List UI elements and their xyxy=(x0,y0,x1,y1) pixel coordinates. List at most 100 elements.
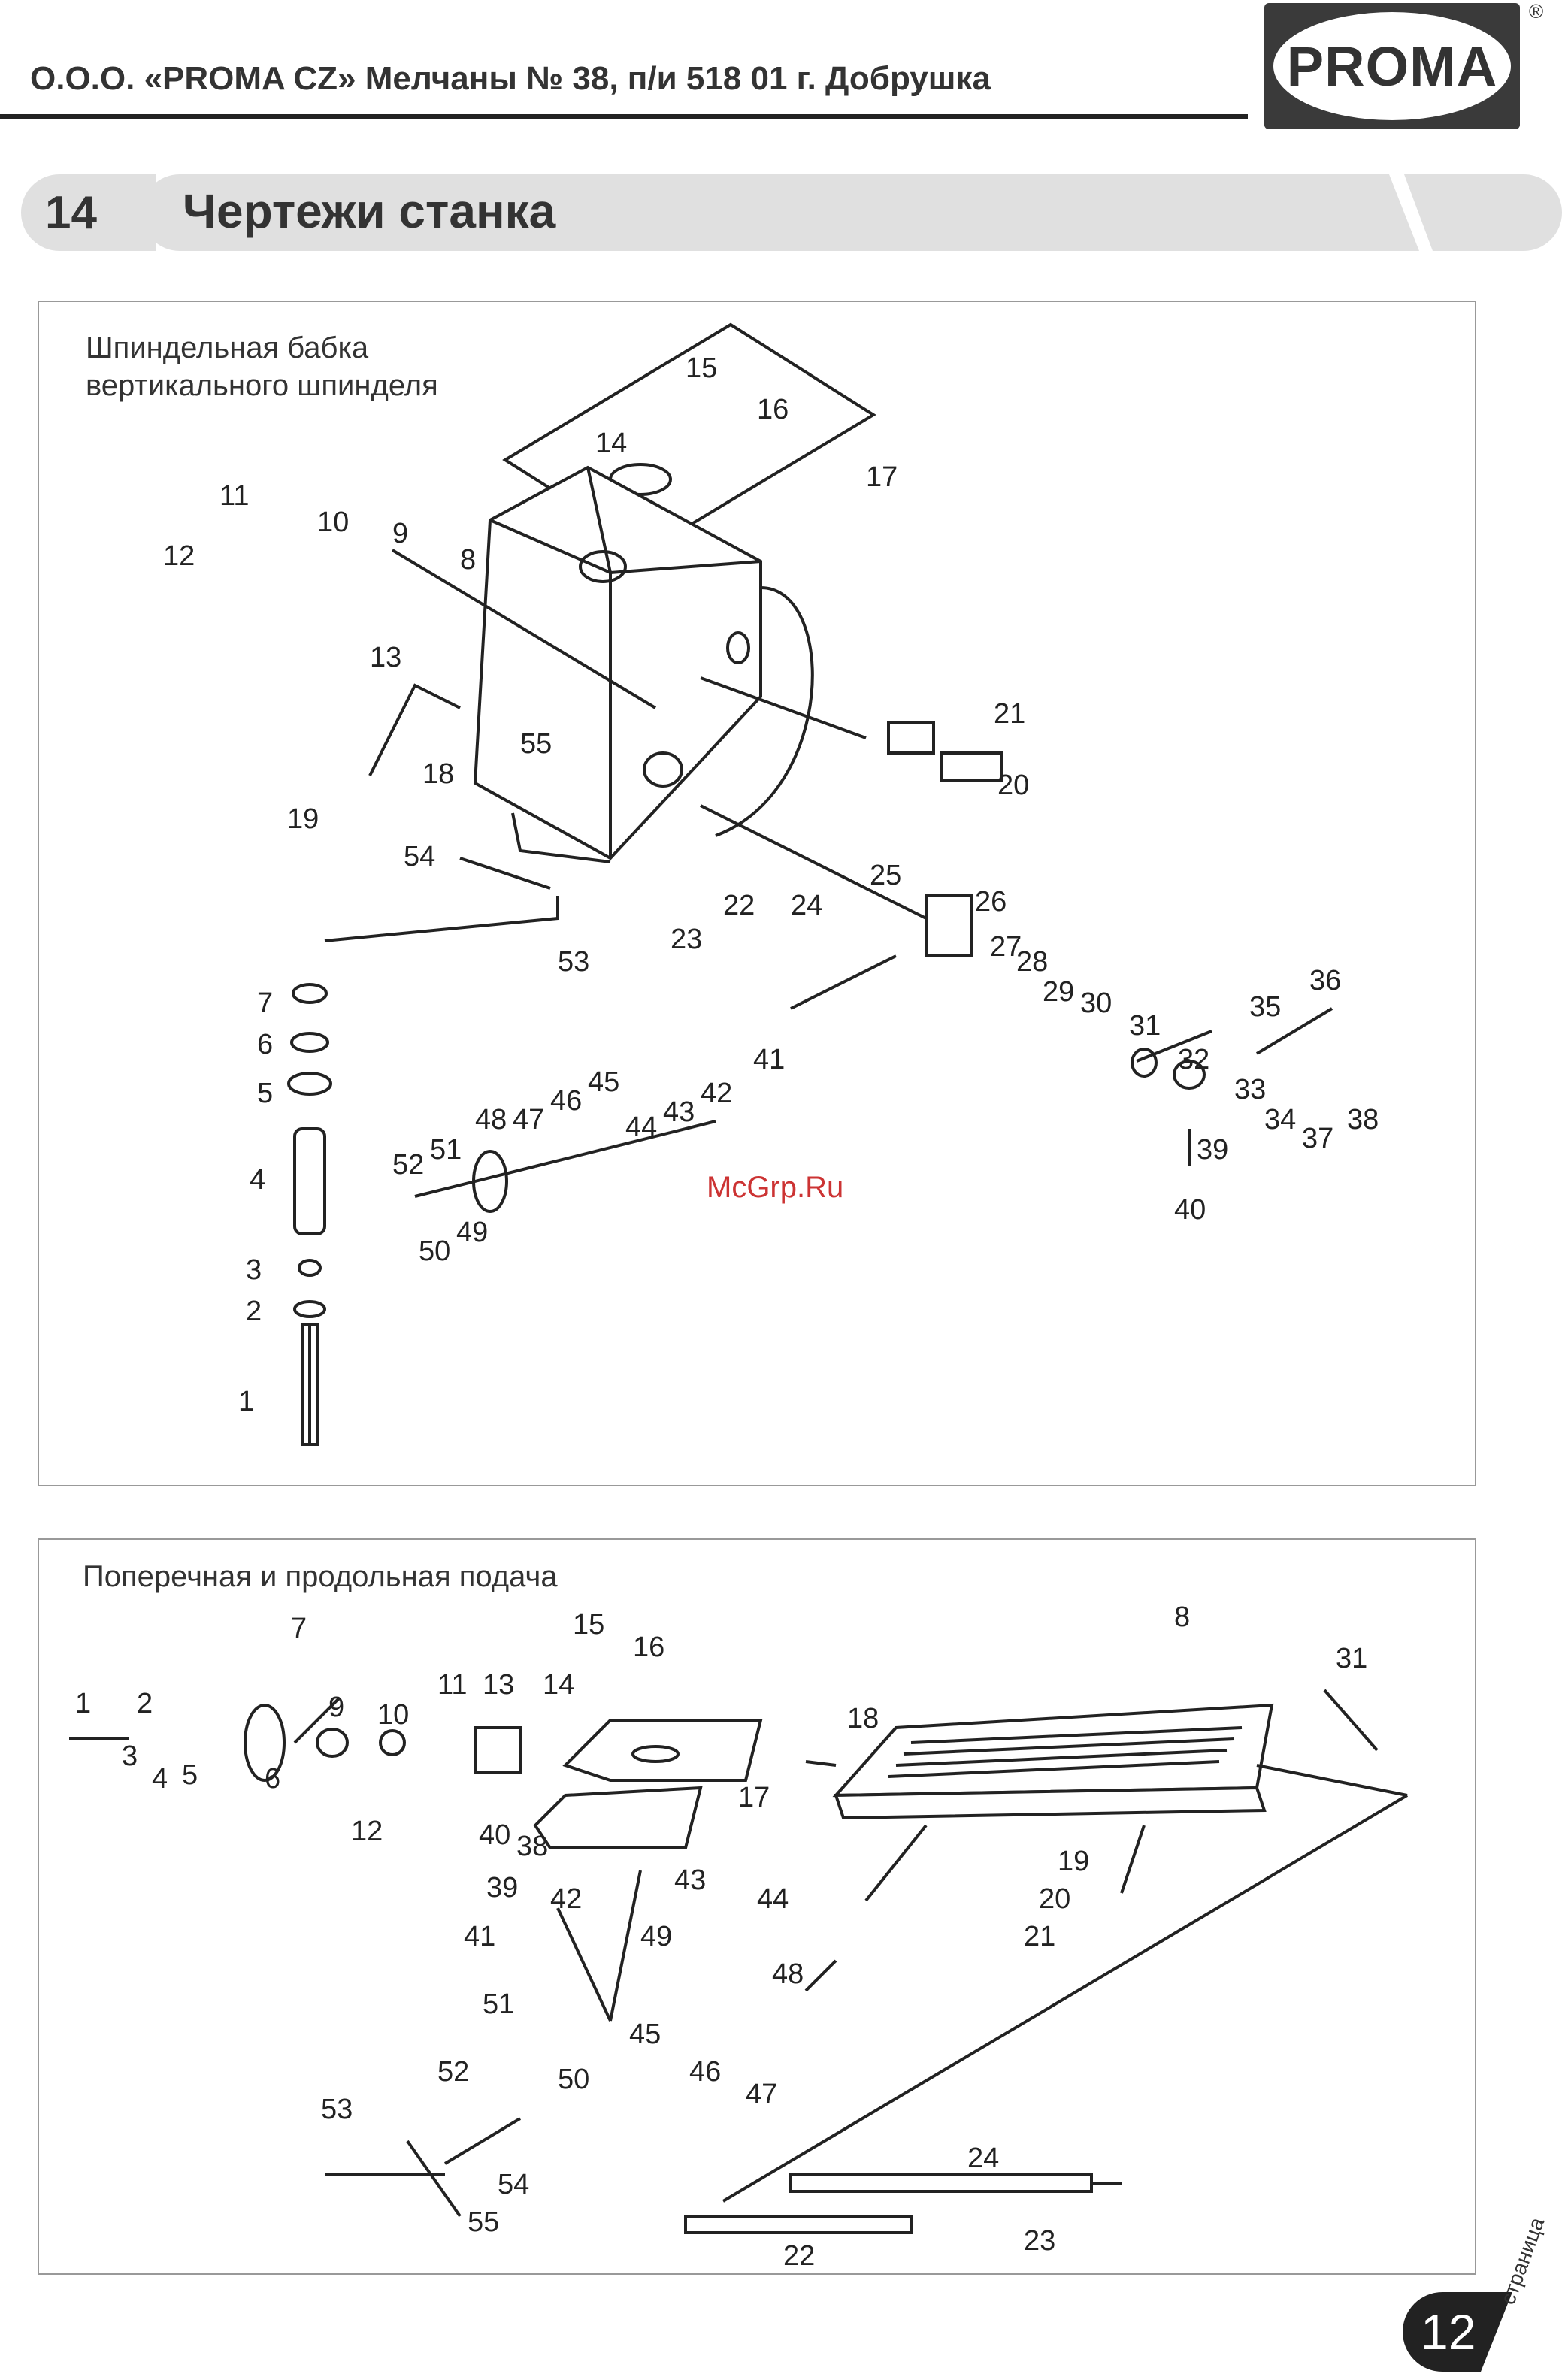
svg-text:43: 43 xyxy=(674,1864,706,1896)
svg-text:23: 23 xyxy=(671,924,702,955)
svg-text:5: 5 xyxy=(182,1759,198,1791)
svg-text:12: 12 xyxy=(351,1816,383,1847)
svg-text:10: 10 xyxy=(377,1699,409,1731)
company-address: О.О.О. «PROMA CZ» Мелчаны № 38, п/и 518 … xyxy=(30,60,991,97)
proma-logo: PROMA xyxy=(1264,3,1520,129)
svg-text:53: 53 xyxy=(321,2094,353,2125)
logo-text: PROMA xyxy=(1273,12,1511,120)
svg-text:21: 21 xyxy=(1024,1921,1055,1952)
svg-text:9: 9 xyxy=(328,1692,344,1723)
svg-text:49: 49 xyxy=(640,1921,672,1952)
svg-text:30: 30 xyxy=(1080,987,1112,1019)
svg-text:20: 20 xyxy=(997,770,1029,801)
svg-text:21: 21 xyxy=(994,698,1025,730)
svg-text:16: 16 xyxy=(757,394,789,425)
svg-text:22: 22 xyxy=(723,890,755,921)
svg-text:47: 47 xyxy=(513,1104,544,1136)
svg-text:47: 47 xyxy=(746,2079,777,2110)
svg-text:13: 13 xyxy=(370,642,401,673)
svg-text:28: 28 xyxy=(1016,946,1048,978)
feed-mechanism-callouts: 1 2 3 4 5 6 7 8 9 10 11 12 13 14 15 16 1… xyxy=(75,1601,1367,2272)
svg-text:17: 17 xyxy=(866,461,898,493)
svg-text:6: 6 xyxy=(265,1763,280,1795)
svg-text:38: 38 xyxy=(516,1831,548,1862)
svg-text:18: 18 xyxy=(422,758,454,790)
svg-text:31: 31 xyxy=(1129,1010,1161,1042)
svg-text:42: 42 xyxy=(701,1078,732,1109)
svg-text:46: 46 xyxy=(689,2056,721,2088)
figure-spindle-head-title: Шпиндельная бабка вертикального шпинделя xyxy=(86,329,438,404)
svg-text:10: 10 xyxy=(317,507,349,538)
svg-text:15: 15 xyxy=(686,352,717,384)
svg-text:41: 41 xyxy=(464,1921,495,1952)
svg-text:51: 51 xyxy=(430,1134,462,1166)
svg-text:14: 14 xyxy=(543,1669,574,1701)
spindle-head-callouts: 11 12 10 9 8 13 14 15 16 17 18 19 20 21 … xyxy=(163,352,1379,1417)
svg-text:2: 2 xyxy=(137,1688,153,1719)
svg-text:29: 29 xyxy=(1043,976,1074,1008)
svg-text:54: 54 xyxy=(498,2169,529,2200)
svg-text:52: 52 xyxy=(392,1149,424,1181)
header-rule xyxy=(0,114,1248,119)
svg-text:16: 16 xyxy=(633,1632,664,1663)
svg-text:5: 5 xyxy=(257,1078,273,1109)
svg-text:32: 32 xyxy=(1178,1044,1209,1075)
svg-text:7: 7 xyxy=(257,987,273,1019)
svg-text:44: 44 xyxy=(625,1111,657,1143)
svg-text:22: 22 xyxy=(783,2240,815,2272)
svg-text:24: 24 xyxy=(791,890,822,921)
svg-text:6: 6 xyxy=(257,1029,273,1060)
svg-text:19: 19 xyxy=(1058,1846,1089,1877)
svg-text:8: 8 xyxy=(1174,1601,1190,1633)
section-tail xyxy=(1404,174,1562,251)
svg-text:45: 45 xyxy=(588,1066,619,1098)
svg-text:45: 45 xyxy=(629,2019,661,2050)
section-number: 14 xyxy=(21,174,156,251)
svg-text:37: 37 xyxy=(1302,1123,1333,1154)
svg-text:36: 36 xyxy=(1309,965,1341,996)
svg-text:25: 25 xyxy=(870,860,901,891)
figure-spindle-head-title-line1: Шпиндельная бабка xyxy=(86,331,369,364)
svg-text:33: 33 xyxy=(1234,1074,1266,1105)
figure-feed-mechanism: Поперечная и продольная подача xyxy=(38,1538,1476,2275)
svg-text:26: 26 xyxy=(975,886,1007,918)
registered-mark: ® xyxy=(1529,0,1544,23)
svg-text:31: 31 xyxy=(1336,1643,1367,1674)
figure-spindle-head-title-line2: вертикального шпинделя xyxy=(86,369,438,402)
svg-text:35: 35 xyxy=(1249,991,1281,1023)
svg-text:13: 13 xyxy=(483,1669,514,1701)
feed-mechanism-drawing: 1 2 3 4 5 6 7 8 9 10 11 12 13 14 15 16 1… xyxy=(69,1601,1409,2272)
svg-text:3: 3 xyxy=(122,1740,138,1772)
svg-text:50: 50 xyxy=(419,1235,450,1267)
svg-text:50: 50 xyxy=(558,2064,589,2095)
svg-text:54: 54 xyxy=(404,841,435,872)
section-title-background xyxy=(141,174,1419,251)
page-word: страница xyxy=(1496,2214,1549,2308)
figure-feed-mechanism-title: Поперечная и продольная подача xyxy=(83,1560,558,1593)
section-title: Чертежи станка xyxy=(183,184,556,238)
svg-text:27: 27 xyxy=(990,931,1022,963)
spindle-head-drawing: 11 12 10 9 8 13 14 15 16 17 18 19 20 21 … xyxy=(163,322,1379,1446)
svg-text:41: 41 xyxy=(753,1044,785,1075)
svg-text:48: 48 xyxy=(772,1958,804,1990)
svg-text:11: 11 xyxy=(219,480,249,512)
svg-text:23: 23 xyxy=(1024,2225,1055,2257)
figure-spindle-head: Шпиндельная бабка вертикального шпинделя xyxy=(38,301,1476,1486)
svg-text:24: 24 xyxy=(967,2143,999,2174)
svg-text:1: 1 xyxy=(75,1688,91,1719)
svg-text:20: 20 xyxy=(1039,1883,1070,1915)
svg-text:11: 11 xyxy=(437,1669,467,1701)
svg-text:55: 55 xyxy=(468,2206,499,2238)
svg-text:34: 34 xyxy=(1264,1104,1296,1136)
svg-text:43: 43 xyxy=(663,1096,695,1128)
svg-text:42: 42 xyxy=(550,1883,582,1915)
svg-text:44: 44 xyxy=(757,1883,789,1915)
svg-text:55: 55 xyxy=(520,728,552,760)
svg-text:38: 38 xyxy=(1347,1104,1379,1136)
svg-text:14: 14 xyxy=(595,428,627,459)
svg-text:4: 4 xyxy=(152,1763,168,1795)
svg-text:52: 52 xyxy=(437,2056,469,2088)
svg-text:7: 7 xyxy=(291,1613,307,1644)
svg-text:18: 18 xyxy=(847,1703,879,1734)
svg-text:40: 40 xyxy=(1174,1194,1206,1226)
